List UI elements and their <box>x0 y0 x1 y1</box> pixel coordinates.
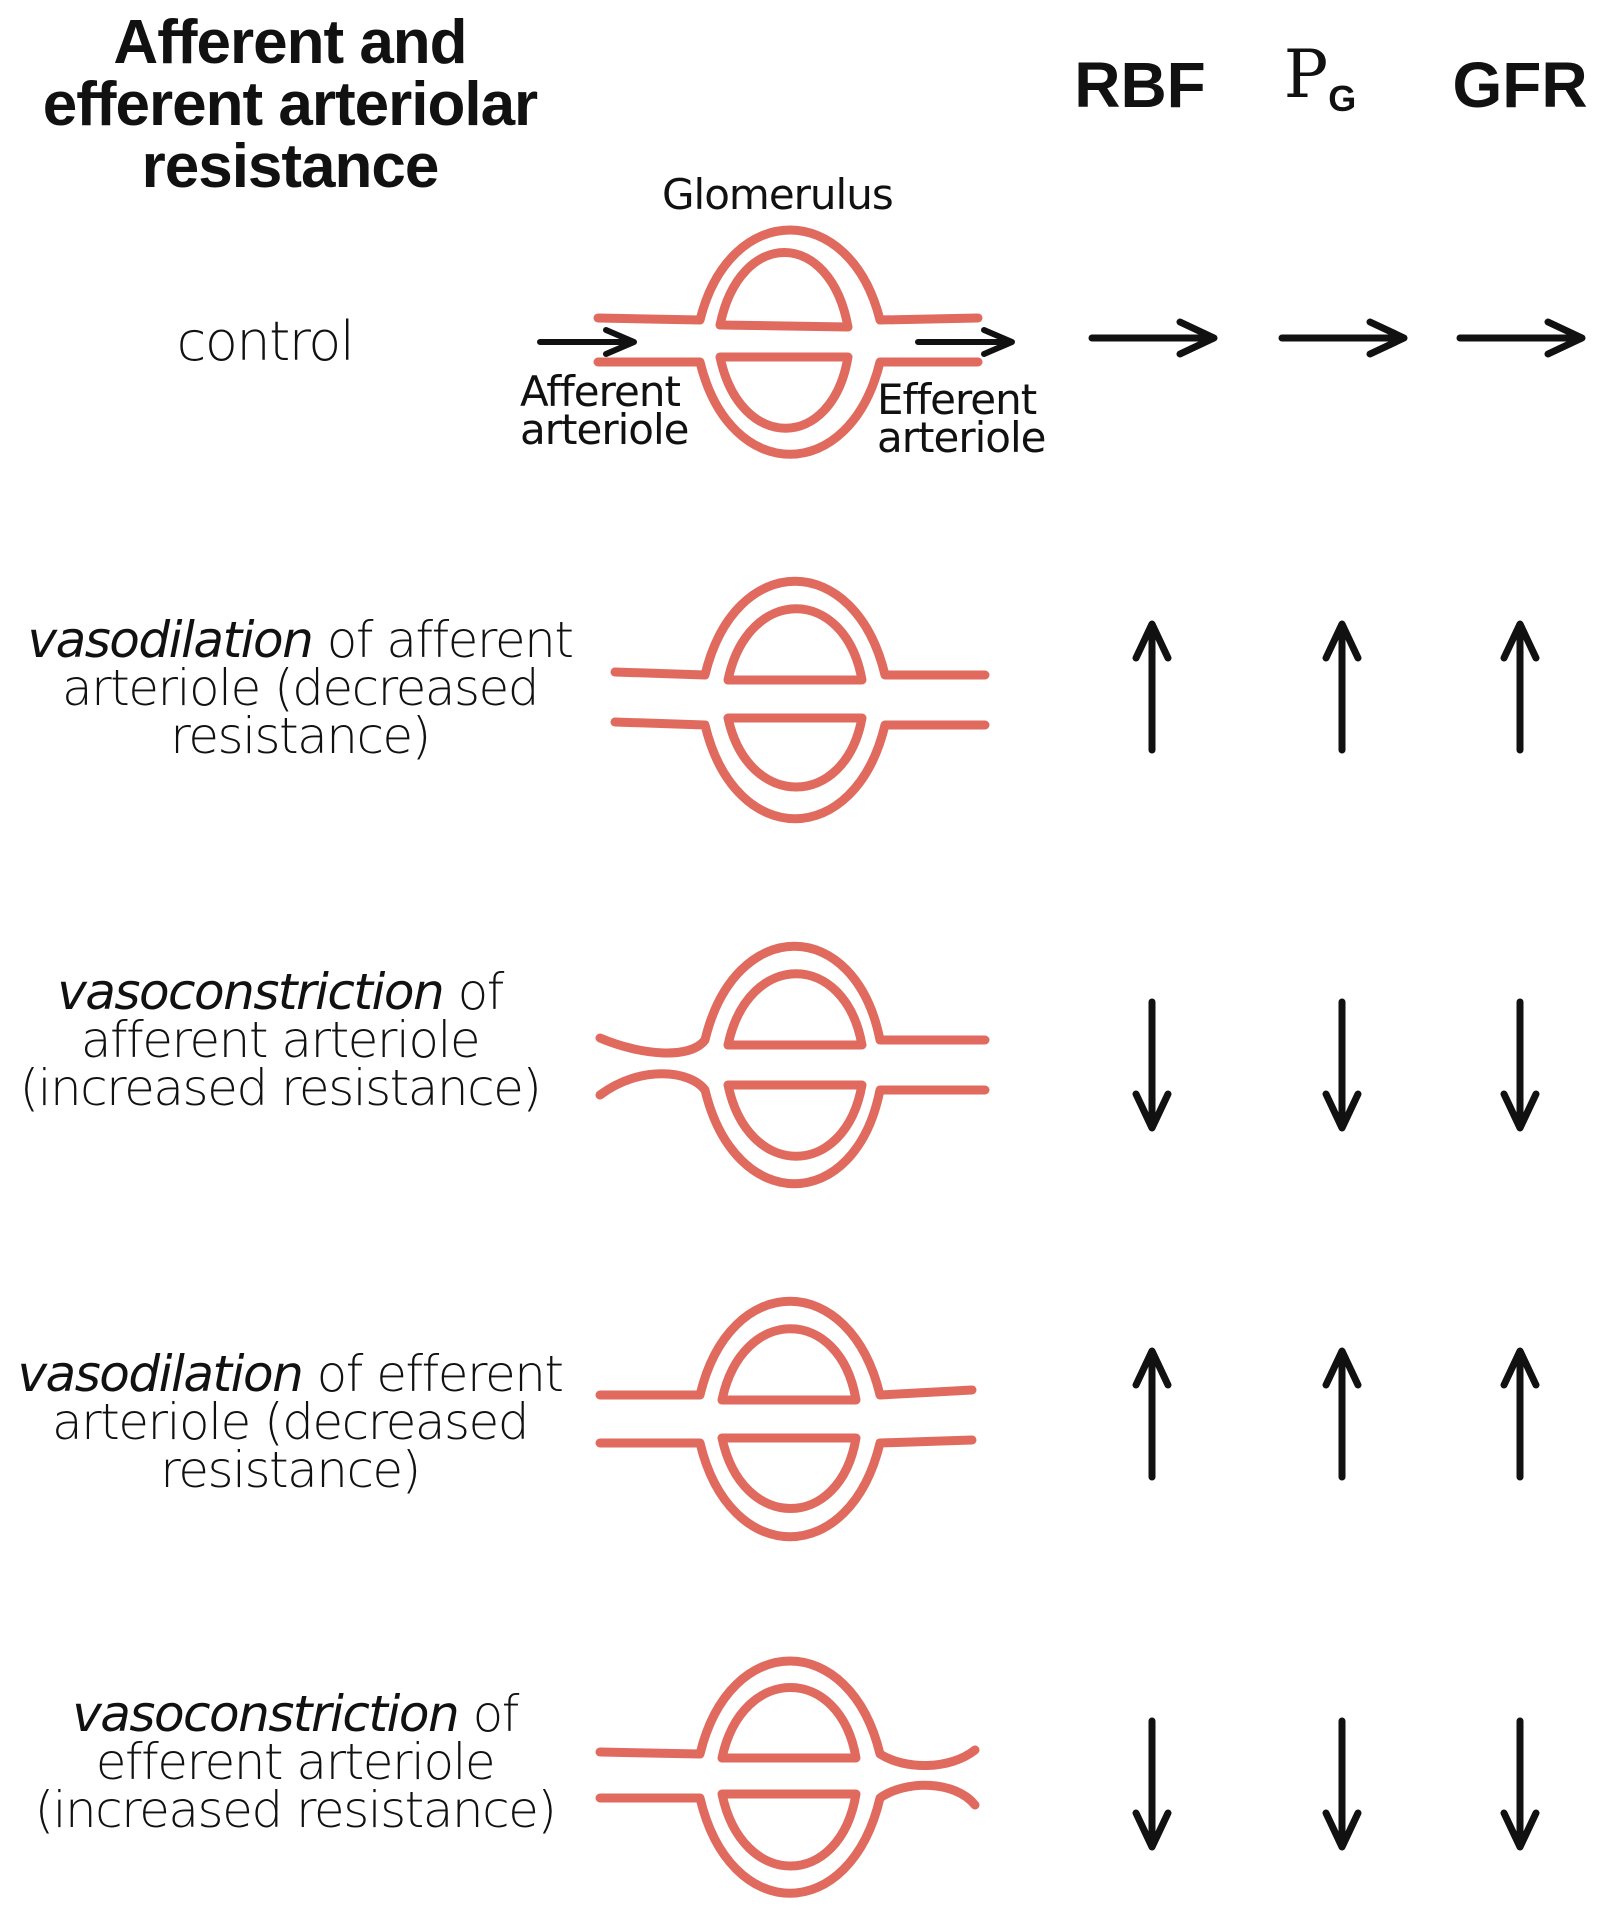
effect-arrow-row2-rbf-up <box>1132 620 1172 754</box>
flow-arrows-control <box>537 327 1015 357</box>
effect-arrow-row5-pg-down <box>1322 1717 1362 1851</box>
afferent-label-line-1: Afferent <box>520 367 681 416</box>
effect-arrow-row2-pg-up <box>1322 620 1362 754</box>
row-label-efferent-constriction: vasoconstriction of efferent arteriole (… <box>25 1685 565 1839</box>
effect-arrow-row5-gfr-down <box>1500 1717 1540 1851</box>
row-4-line-3: resistance) <box>160 1441 421 1499</box>
row-3-line-2: afferent arteriole <box>80 1011 481 1069</box>
row-5-line-2: efferent arteriole <box>95 1733 496 1791</box>
glomerulus-label: Glomerulus <box>662 170 894 219</box>
diagram-title: Afferent and efferent arteriolar resista… <box>20 12 560 198</box>
row-label-afferent-constriction: vasoconstriction of afferent arteriole (… <box>10 963 550 1117</box>
effect-arrow-row4-gfr-up <box>1500 1347 1540 1481</box>
row-3-line-1: vasoconstriction of <box>57 963 504 1021</box>
title-line-2: efferent arteriolar <box>42 70 538 139</box>
pg-subscript: G <box>1328 78 1357 120</box>
row-2-line-1: vasodilation of afferent <box>27 611 574 669</box>
row-4-line-2: arteriole (decreased <box>51 1393 530 1451</box>
glomerulus-control <box>593 225 983 459</box>
column-header-pg: PG <box>1250 40 1390 134</box>
glomerulus-efferent-constriction <box>595 1656 980 1898</box>
effect-arrow-row1-pg-same <box>1278 318 1408 358</box>
afferent-label-line-2: arteriole <box>520 405 689 454</box>
row-4-line-1: vasodilation of efferent <box>17 1345 564 1403</box>
row-label-control: control <box>150 310 380 373</box>
effect-arrow-row3-rbf-down <box>1132 998 1172 1132</box>
glomerulus-afferent-dilation <box>610 576 990 824</box>
effect-arrow-row4-pg-up <box>1322 1347 1362 1481</box>
pg-letter: P <box>1283 36 1329 113</box>
effect-arrow-row5-rbf-down <box>1132 1717 1172 1851</box>
effect-arrow-row2-gfr-up <box>1500 620 1540 754</box>
row-5-line-3: (increased resistance) <box>34 1781 557 1839</box>
efferent-label-line-2: arteriole <box>877 413 1046 462</box>
row-label-afferent-dilation: vasodilation of afferent arteriole (decr… <box>20 611 580 765</box>
afferent-arteriole-label: Afferent arteriole <box>520 367 689 454</box>
row-1-line-1: control <box>176 310 355 373</box>
effect-arrow-row4-rbf-up <box>1132 1347 1172 1481</box>
title-line-3: resistance <box>141 132 440 201</box>
glomerulus-afferent-constriction <box>595 941 990 1189</box>
column-header-rbf: RBF <box>1074 49 1206 121</box>
row-2-line-2: arteriole (decreased <box>61 659 540 717</box>
row-2-line-3: resistance) <box>170 707 431 765</box>
effect-arrow-row3-gfr-down <box>1500 998 1540 1132</box>
effect-arrows <box>1088 318 1586 1851</box>
column-header-gfr: GFR <box>1452 49 1588 121</box>
effect-arrow-row1-gfr-same <box>1456 318 1586 358</box>
row-3-line-3: (increased resistance) <box>19 1059 542 1117</box>
effect-arrow-row1-rbf-same <box>1088 318 1218 358</box>
efferent-label-line-1: Efferent <box>877 375 1037 424</box>
title-line-1: Afferent and <box>113 8 467 77</box>
row-label-efferent-dilation: vasodilation of efferent arteriole (decr… <box>10 1345 570 1499</box>
glomerulus-efferent-dilation <box>595 1296 977 1542</box>
efferent-arteriole-label: Efferent arteriole <box>877 375 1046 462</box>
effect-arrow-row3-pg-down <box>1322 998 1362 1132</box>
row-5-line-1: vasoconstriction of <box>72 1685 519 1743</box>
